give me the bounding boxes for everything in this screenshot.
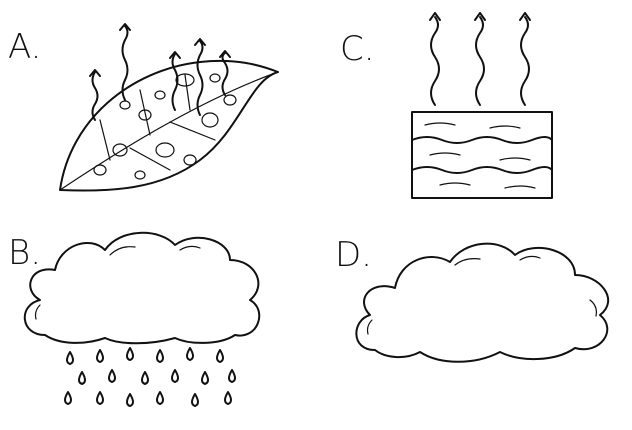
water-evaporation-illustration (411, 12, 553, 199)
vapor-arrows-a (89, 23, 231, 121)
rain-cloud-illustration (23, 231, 261, 407)
label-b: B. (8, 233, 42, 273)
label-a: A. (8, 27, 42, 67)
label-c: C. (340, 29, 375, 69)
raindrops (64, 347, 236, 407)
vapor-arrows-c (429, 12, 531, 106)
leaf-transpiration-illustration (59, 23, 279, 192)
label-d: D. (335, 235, 372, 275)
cloud-illustration (355, 242, 610, 363)
